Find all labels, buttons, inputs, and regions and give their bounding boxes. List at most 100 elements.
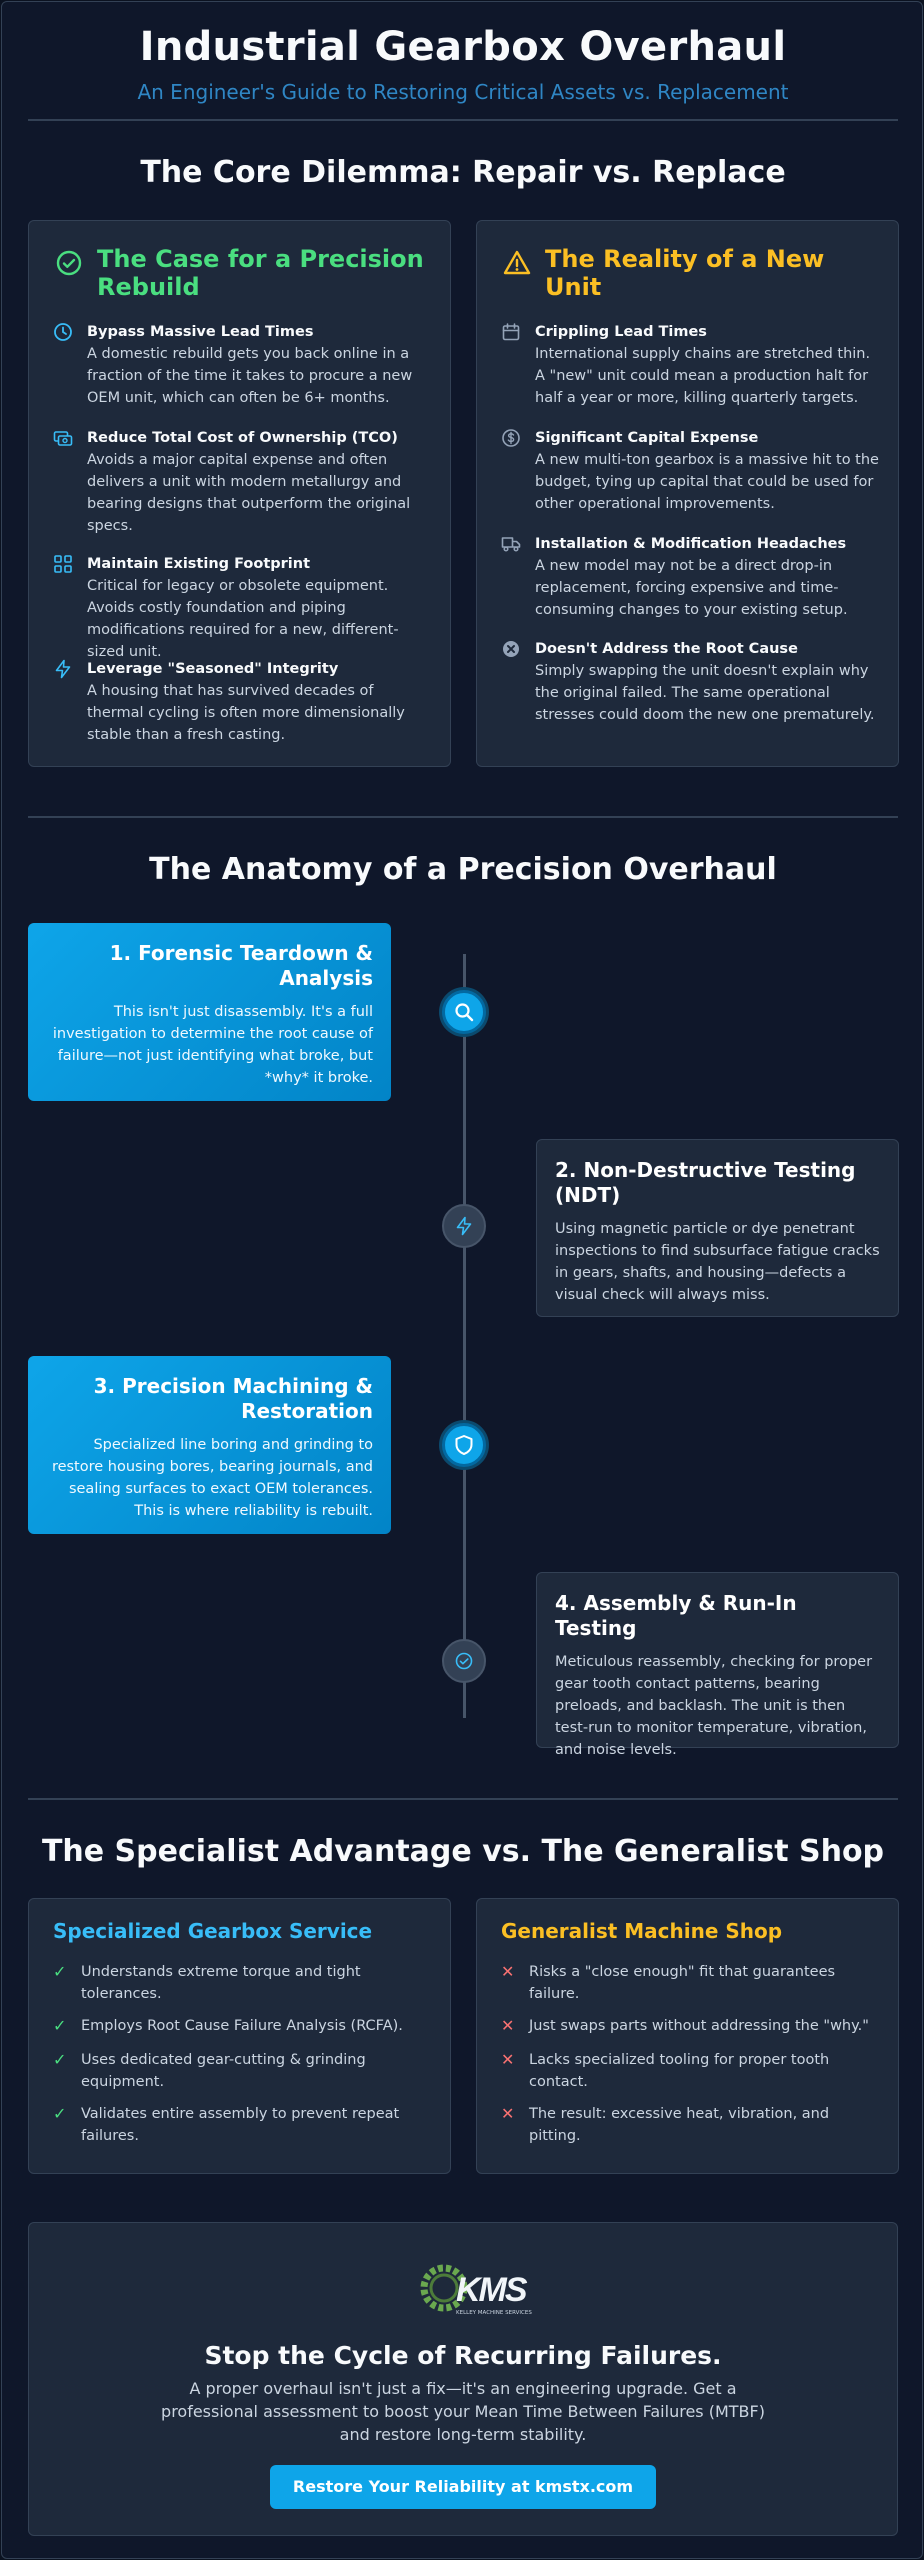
specialist-card-title: Specialized Gearbox Service [53,1919,373,1943]
replace-card: The Reality of a New Unit Crippling Lead… [476,220,899,767]
dilemma-title: The Core Dilemma: Repair vs. Replace [140,155,786,190]
kms-logo: KMS KELLEY MACHINE SERVICES [420,2264,532,2316]
check-icon: ✓ [53,2050,67,2069]
rebuild-item-title: Leverage "Seasoned" Integrity [87,661,339,677]
rebuild-item-text: Critical for legacy or obsolete equipmen… [87,578,399,660]
step-title: 2. Non-Destructive Testing (NDT) [555,1158,856,1207]
generalist-card-title: Generalist Machine Shop [501,1919,783,1943]
divider [28,119,898,121]
truck-icon [501,537,521,552]
specialist-item: ✓ Understands extreme torque and tight to… [53,1961,423,2005]
logo-text: KMS [456,2271,528,2309]
anatomy-title: The Anatomy of a Precision Overhaul [149,852,777,887]
generalist-item: ✕ Risks a "close enough" fit that guarant… [501,1961,871,2005]
timeline-node-1 [442,990,486,1034]
check-icon: ✓ [53,2104,67,2123]
bolt-icon [55,659,71,679]
money-icon [53,431,73,446]
replace-item-title: Installation & Modification Headaches [535,536,847,552]
specialist-item-text: Employs Root Cause Failure Analysis (RCF… [81,2018,403,2034]
rebuild-item: Bypass Massive Lead Times A domestic rebu… [53,321,433,409]
replace-item-text: A new multi-ton gearbox is a massive hit… [535,452,879,512]
x-icon: ✕ [501,1962,515,1981]
rebuild-item-title: Reduce Total Cost of Ownership (TCO) [87,430,398,446]
rebuild-item-text: A housing that has survived decades of t… [87,683,405,743]
generalist-item: ✕Just swaps parts without addressing the… [501,2015,871,2037]
rebuild-item-title: Maintain Existing Footprint [87,556,311,572]
rebuild-item-title: Bypass Massive Lead Times [87,324,314,340]
search-icon [455,1003,474,1022]
rebuild-item-text: Avoids a major capital expense and often… [87,452,411,534]
step-title: 4. Assembly & Run-In Testing [555,1591,797,1640]
advantage-title: The Specialist Advantage vs. The General… [41,1834,885,1869]
grid-icon [54,555,72,573]
step-text: Meticulous reassembly, checking for prop… [555,1654,873,1758]
replace-item-title: Doesn't Address the Root Cause [535,641,798,657]
specialist-item-text: Validates entire assembly to prevent rep… [81,2106,400,2144]
timeline-node-4 [442,1639,486,1683]
check-circle-icon [56,250,82,276]
bolt-icon [456,1216,472,1236]
x-circle-icon [503,641,519,657]
rebuild-card: The Case for a Precision Rebuild Bypass … [28,220,451,767]
rebuild-card-header: The Case for a Precision Rebuild [55,245,437,301]
header: Industrial Gearbox Overhaul An Engineer'… [2,24,922,104]
x-icon: ✕ [501,2104,515,2123]
step-text: Using magnetic particle or dye penetrant… [555,1221,880,1303]
check-icon: ✓ [53,1962,67,1981]
replace-item-text: International supply chains are stretche… [535,346,871,406]
specialist-item: ✓ Uses dedicated gear-cutting & grinding … [53,2049,423,2093]
generalist-item-text: The result: excessive heat, vibration, a… [529,2106,830,2144]
step-text: Specialized line boring and grinding to … [51,1437,373,1519]
timeline-node-3 [442,1423,486,1467]
generalist-item-text: Lacks specialized tooling for proper too… [529,2052,830,2090]
cta-panel: KMS KELLEY MACHINE SERVICES Stop the Cyc… [28,2222,898,2536]
dollar-coin-icon [502,429,520,447]
warning-icon [503,250,531,275]
specialist-item: ✓ Validates entire assembly to prevent re… [53,2103,423,2147]
logo-subtext: KELLEY MACHINE SERVICES [456,2310,532,2316]
generalist-item: ✕ The result: excessive heat, vibration, … [501,2103,871,2147]
rebuild-item: Leverage "Seasoned" Integrity A housing t… [53,658,433,746]
specialist-card: Specialized Gearbox Service ✓ Understands… [28,1898,451,2174]
x-icon: ✕ [501,2050,515,2069]
specialist-item-text: Understands extreme torque and tight tol… [81,1964,361,2002]
generalist-card: Generalist Machine Shop ✕ Risks a "close … [476,1898,899,2174]
replace-item-title: Significant Capital Expense [535,430,759,446]
replace-card-title: The Reality of a New Unit [545,245,825,301]
generalist-item: ✕ Lacks specialized tooling for proper to… [501,2049,871,2093]
clock-icon [54,323,72,341]
timeline-line [463,954,466,1718]
rebuild-card-title: The Case for a Precision Rebuild [97,245,424,301]
page-title: Industrial Gearbox Overhaul [139,24,787,70]
replace-item-title: Crippling Lead Times [535,324,707,340]
timeline-step-4: 4. Assembly & Run-In Testing Meticulous … [536,1572,899,1758]
specialist-item-text: Uses dedicated gear-cutting & grinding e… [81,2052,366,2090]
replace-item-text: Simply swapping the unit doesn't explain… [535,663,875,723]
x-icon: ✕ [501,2016,515,2035]
cta-title: Stop the Cycle of Recurring Failures. [204,2341,722,2370]
rebuild-item: Reduce Total Cost of Ownership (TCO) Avoi… [53,427,433,537]
timeline-node-2 [442,1204,486,1248]
divider [28,816,898,818]
check-circle-icon [455,1652,473,1670]
generalist-item-text: Risks a "close enough" fit that guarante… [529,1964,836,2002]
rebuild-item-text: A domestic rebuild gets you back online … [87,346,413,406]
cta-text: A proper overhaul isn't just a fix—it's … [161,2379,765,2444]
divider [28,1798,898,1800]
check-icon: ✓ [53,2016,67,2035]
page-subtitle: An Engineer's Guide to Restoring Critica… [137,80,789,104]
replace-item: Significant Capital Expense A new multi-t… [501,427,881,515]
cta-button[interactable]: Restore Your Reliability at kmstx.com [270,2465,656,2509]
shield-icon [455,1435,473,1455]
step-title: 1. Forensic Teardown & Analysis [109,941,373,990]
timeline-step-2: 2. Non-Destructive Testing (NDT) Using m… [536,1139,899,1317]
calendar-icon [502,323,520,341]
step-title: 3. Precision Machining & Restoration [93,1374,373,1423]
specialist-item: ✓ Employs Root Cause Failure Analysis (RC… [53,2015,423,2037]
